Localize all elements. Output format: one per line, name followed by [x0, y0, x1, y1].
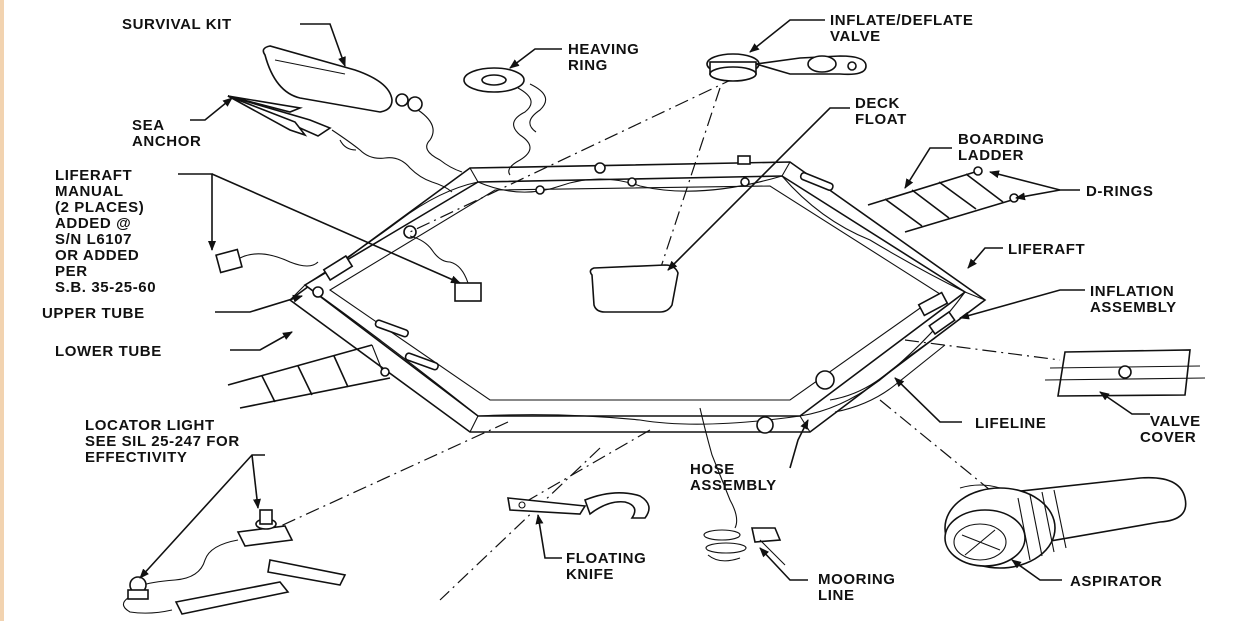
valve-cover-drawing: [1044, 349, 1206, 397]
manual-drawing: [215, 235, 482, 302]
label-liferaft-manual-5: S/N L6107: [55, 231, 132, 248]
label-liferaft-manual-3: (2 PLACES): [55, 199, 144, 216]
label-mooring-line-1: MOORING: [818, 571, 896, 588]
aspirator-center-line: [879, 399, 991, 491]
knife-drawing: [507, 492, 650, 519]
valve-cover-center-line: [904, 339, 1061, 361]
label-survival-kit: SURVIVAL KIT: [122, 16, 232, 33]
label-upper-tube: UPPER TUBE: [42, 305, 145, 322]
label-inflation-assembly-1: INFLATION: [1090, 283, 1174, 300]
label-hose-assembly-1: HOSE: [690, 461, 735, 478]
label-inflate-deflate-valve-1: INFLATE/DEFLATE: [830, 12, 973, 29]
label-boarding-ladder-1: BOARDING: [958, 131, 1044, 148]
label-deck-float-2: FLOAT: [855, 111, 907, 128]
label-deck-float-1: DECK: [855, 95, 900, 112]
valve-center-line-2: [409, 77, 736, 233]
locator-center-line-2: [439, 447, 601, 601]
label-liferaft-manual-4: ADDED @: [55, 215, 131, 232]
locator-light-drawing: [122, 509, 347, 615]
mooring-line-drawing: [699, 407, 786, 566]
ladder-drawing: [867, 166, 1019, 233]
label-mooring-line-2: LINE: [818, 587, 855, 604]
label-liferaft-manual-6: OR ADDED: [55, 247, 139, 264]
ladder-left-drawing: [227, 344, 391, 409]
label-floating-knife-1: FLOATING: [566, 550, 646, 567]
label-lifeline: LIFELINE: [975, 415, 1046, 432]
left-edge-strip: [0, 0, 4, 621]
label-sea-anchor-2: ANCHOR: [132, 133, 201, 150]
heaving-ring-drawing: [463, 67, 547, 176]
deck-float-drawing: [589, 264, 679, 313]
label-locator-light-3: EFFECTIVITY: [85, 449, 187, 466]
label-sea-anchor-1: SEA: [132, 117, 165, 134]
label-d-rings: D-RINGS: [1086, 183, 1154, 200]
leader-lines: [139, 19, 1150, 581]
hose-assembly-drawing: [829, 310, 956, 413]
label-liferaft-manual-2: MANUAL: [55, 183, 124, 200]
label-locator-light-2: SEE SIL 25-247 FOR: [85, 433, 240, 450]
valve-center-line: [659, 87, 721, 271]
aspirator-drawing: [944, 476, 1187, 569]
label-aspirator: ASPIRATOR: [1070, 573, 1162, 590]
label-liferaft: LIFERAFT: [1008, 241, 1085, 258]
label-valve-cover-2: COVER: [1140, 429, 1196, 446]
label-liferaft-manual-1: LIFERAFT: [55, 167, 132, 184]
survival-kit-drawing: [262, 45, 463, 173]
label-liferaft-manual-8: S.B. 35-25-60: [55, 279, 156, 296]
locator-center-line: [249, 421, 509, 541]
valve-drawing: [706, 53, 867, 82]
callout-labels: SURVIVAL KIT HEAVING RING INFLATE/DEFLAT…: [42, 12, 1201, 604]
label-heaving-ring-1: HEAVING: [568, 41, 639, 58]
label-floating-knife-2: KNIFE: [566, 566, 614, 583]
label-inflation-assembly-2: ASSEMBLY: [1090, 299, 1177, 316]
label-valve-cover-1: VALVE: [1150, 413, 1201, 430]
label-inflate-deflate-valve-2: VALVE: [830, 28, 881, 45]
label-boarding-ladder-2: LADDER: [958, 147, 1024, 164]
label-locator-light-1: LOCATOR LIGHT: [85, 417, 215, 434]
label-liferaft-manual-7: PER: [55, 263, 88, 280]
sea-anchor-drawing: [227, 95, 453, 193]
label-heaving-ring-2: RING: [568, 57, 608, 74]
label-lower-tube: LOWER TUBE: [55, 343, 162, 360]
label-hose-assembly-2: ASSEMBLY: [690, 477, 777, 494]
